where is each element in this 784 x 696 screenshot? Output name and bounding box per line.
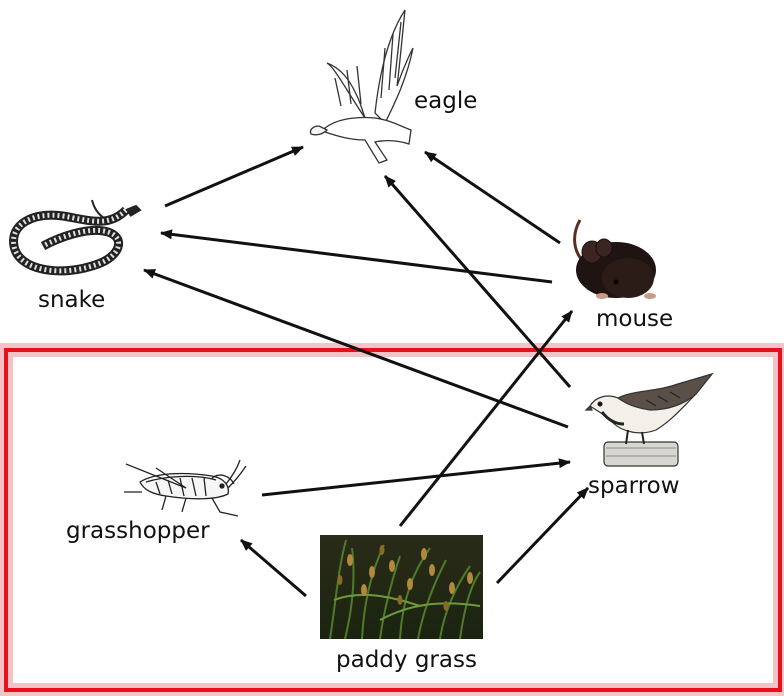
sparrow-label: sparrow — [588, 473, 680, 499]
mouse-icon — [575, 220, 656, 299]
snake-icon — [14, 200, 140, 271]
eagle-icon — [310, 10, 413, 163]
sparrow-icon — [586, 374, 712, 466]
grasshopper-icon — [124, 460, 246, 516]
arrow-grass-to-sparrow — [497, 488, 588, 583]
grasshopper-label: grasshopper — [66, 518, 210, 544]
arrow-grasshopper-to-sparrow — [262, 462, 570, 495]
eagle-label: eagle — [414, 88, 477, 114]
arrow-mouse-to-snake — [161, 233, 552, 282]
arrows-group — [144, 147, 588, 596]
paddy-grass-label: paddy grass — [336, 647, 477, 673]
paddy-grass-photo — [320, 535, 483, 639]
arrow-snake-to-eagle — [165, 147, 303, 206]
mouse-label: mouse — [596, 306, 673, 332]
arrow-grass-to-grasshopper — [241, 540, 306, 596]
arrow-mouse-to-eagle — [425, 152, 560, 243]
snake-label: snake — [38, 287, 105, 313]
